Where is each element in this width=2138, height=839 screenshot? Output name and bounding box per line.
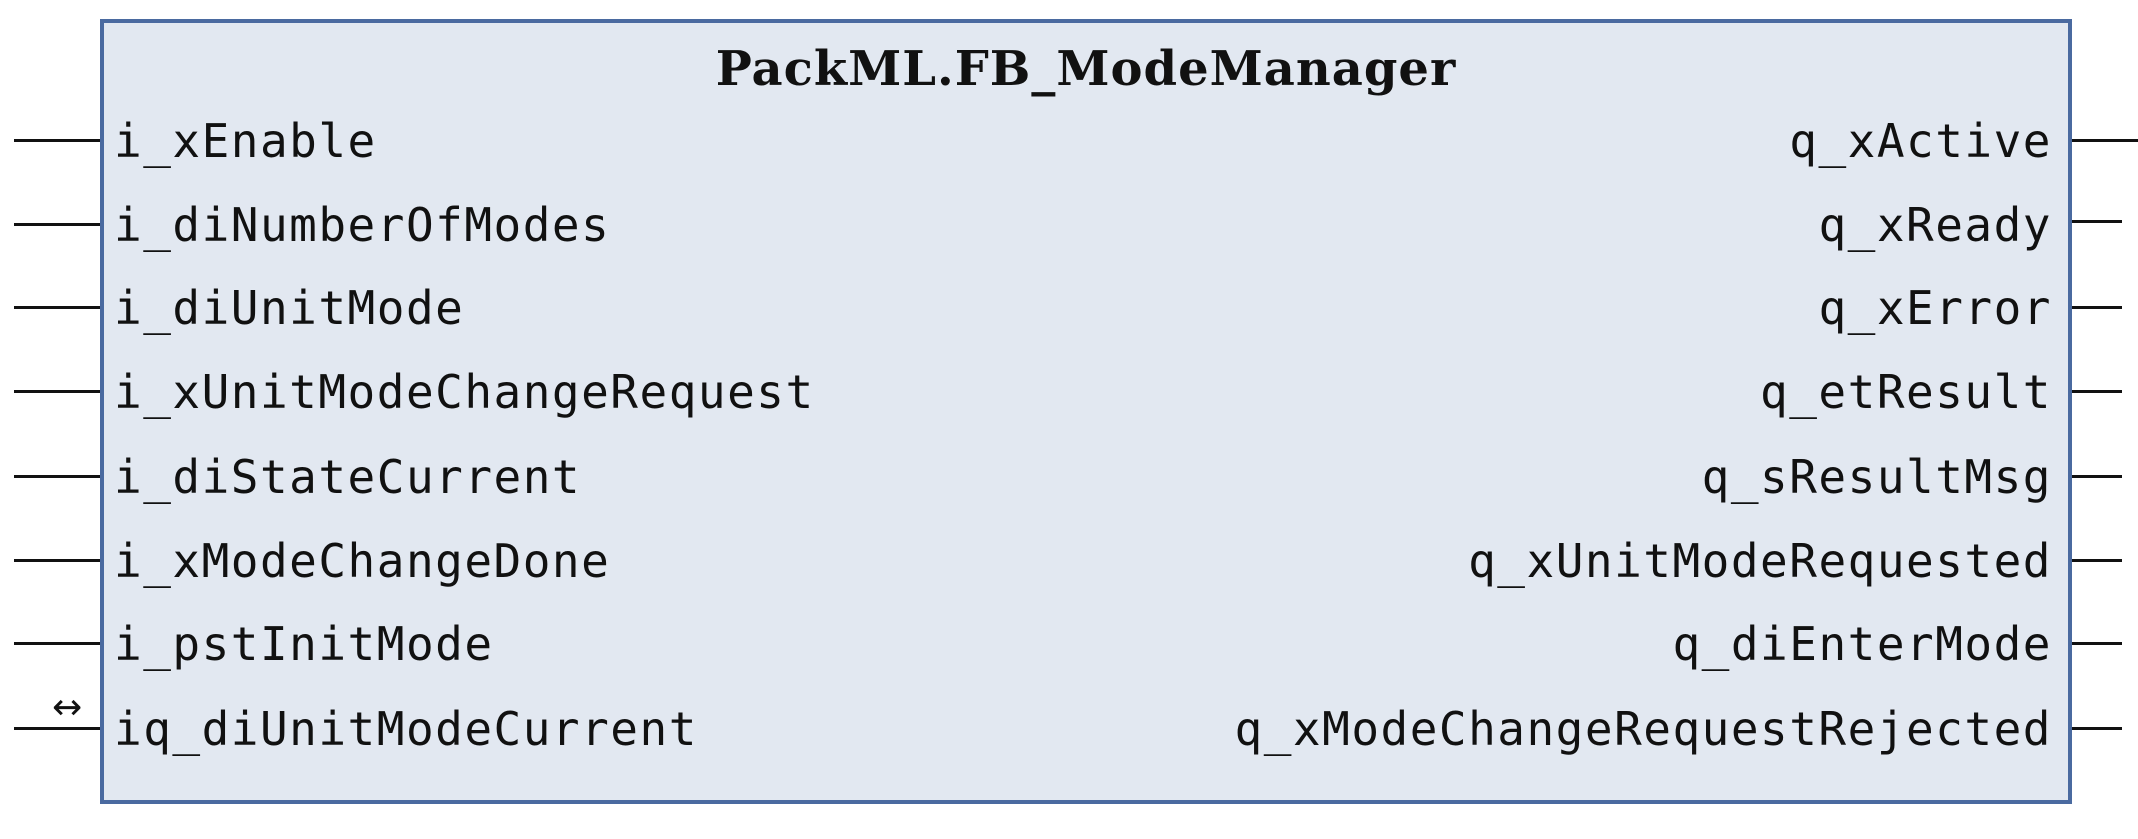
inout-arrow-icon: ↔ xyxy=(52,687,83,728)
inout-label-iq-diunitmodecurrent: iq_diUnitModeCurrent xyxy=(114,702,698,756)
output-label-q-xactive: q_xActive xyxy=(1789,114,2052,168)
input-label-i-diunitmode: i_diUnitMode xyxy=(114,281,465,335)
input-label-i-xunitmodechangerequest: i_xUnitModeChangeRequest xyxy=(114,365,815,419)
input-pin-line xyxy=(14,139,102,142)
input-label-i-xmodechangedone: i_xModeChangeDone xyxy=(114,534,611,588)
output-label-q-xerror: q_xError xyxy=(1818,281,2052,335)
output-pin-line xyxy=(2068,727,2122,730)
function-block[interactable]: PackML.FB_ModeManager xyxy=(100,19,2072,804)
output-pin-line xyxy=(2068,642,2122,645)
input-label-i-xenable: i_xEnable xyxy=(114,114,377,168)
output-label-q-dientermode: q_diEnterMode xyxy=(1672,617,2052,671)
output-pin-line xyxy=(2068,220,2122,223)
input-pin-line xyxy=(14,223,102,226)
output-pin-line xyxy=(2068,390,2122,393)
input-label-i-dinumberofmodes: i_diNumberOfModes xyxy=(114,198,611,252)
input-pin-line xyxy=(14,475,102,478)
inout-pin-line xyxy=(14,727,102,730)
output-label-q-etresult: q_etResult xyxy=(1760,365,2052,419)
input-pin-line xyxy=(14,306,102,309)
input-label-i-distatecurrent: i_diStateCurrent xyxy=(114,450,582,504)
output-label-q-xready: q_xReady xyxy=(1818,198,2052,252)
input-pin-line xyxy=(14,559,102,562)
output-label-q-sresultmsg: q_sResultMsg xyxy=(1701,450,2052,504)
output-pin-line xyxy=(2068,139,2138,142)
output-pin-line xyxy=(2068,475,2122,478)
input-pin-line xyxy=(14,642,102,645)
output-pin-line xyxy=(2068,559,2122,562)
input-label-i-pstinitmode: i_pstInitMode xyxy=(114,617,494,671)
block-title: PackML.FB_ModeManager xyxy=(715,41,1457,97)
output-label-q-xunitmoderequested: q_xUnitModeRequested xyxy=(1468,534,2052,588)
output-label-q-xmodechangerequestrejected: q_xModeChangeRequestRejected xyxy=(1234,702,2052,756)
output-pin-line xyxy=(2068,306,2122,309)
input-pin-line xyxy=(14,390,102,393)
